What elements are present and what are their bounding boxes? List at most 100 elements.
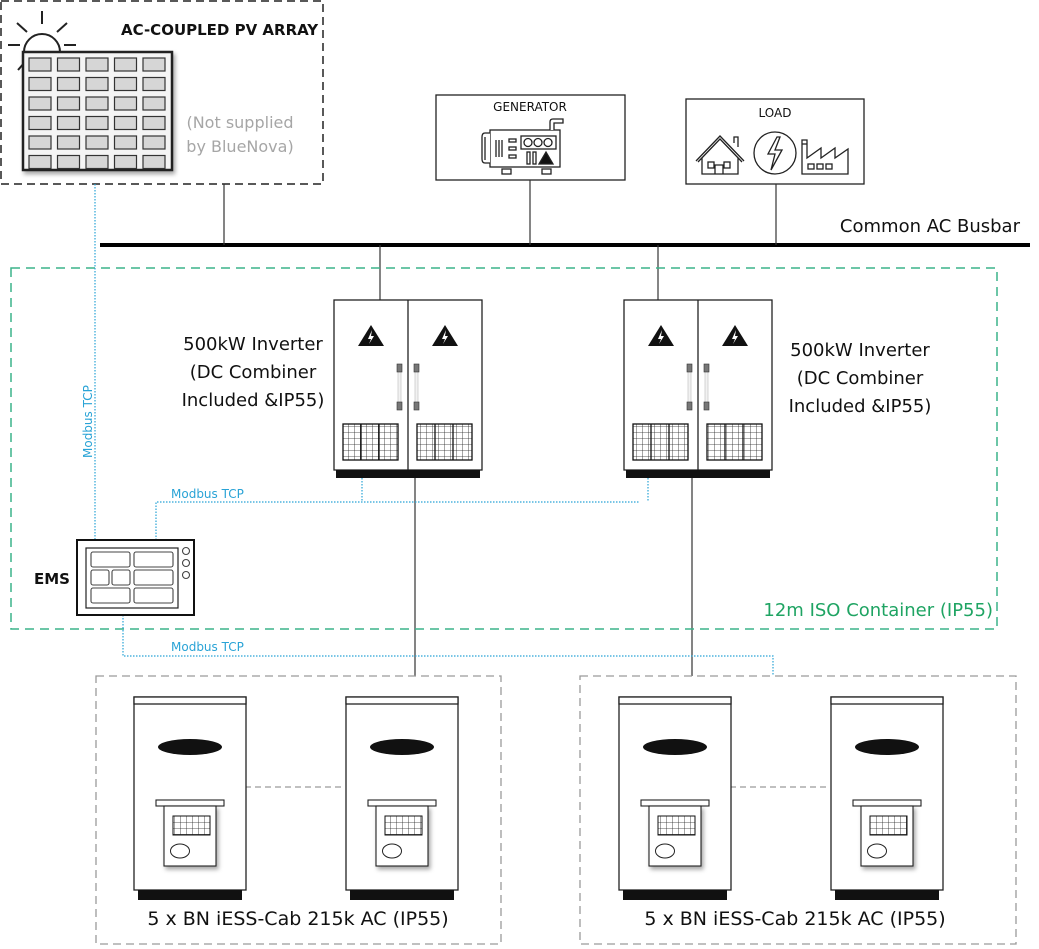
panel-vent <box>172 815 211 836</box>
ems-label: EMS <box>34 570 70 588</box>
battery-group-1-label: 5 x BN iESS-Cab 215k AC (IP55) <box>147 908 448 930</box>
ems-unit[interactable]: EMS <box>34 539 195 616</box>
pv-cell <box>142 115 166 131</box>
pv-array-box[interactable]: AC-COUPLED PV ARRAY (Not supplied by Blu… <box>0 0 324 185</box>
busbar-label: Common AC Busbar <box>840 216 1021 237</box>
generator-title: GENERATOR <box>493 100 567 114</box>
battery-cabinets <box>133 696 944 900</box>
pv-cell <box>142 154 166 170</box>
pv-cell <box>142 135 166 150</box>
pv-cell <box>85 96 109 111</box>
handle-cap <box>686 363 693 373</box>
inverter-1-label-line1: 500kW Inverter <box>183 334 323 355</box>
container-label: 12m ISO Container (IP55) <box>763 600 993 621</box>
inverter-1-label: 500kW Inverter (DC Combiner Included &IP… <box>182 334 325 411</box>
factory-icon <box>801 139 849 175</box>
inverter-1-label-line2: (DC Combiner <box>190 362 317 383</box>
pv-cell <box>142 76 166 92</box>
pv-cell <box>28 76 52 92</box>
control-panel <box>163 805 217 867</box>
battery-cabinet-top <box>830 696 944 705</box>
cabinet-base <box>626 470 770 478</box>
handle-cap <box>703 363 710 373</box>
pv-cell <box>28 57 52 72</box>
handle-cap <box>686 401 693 411</box>
battery-cabinet-top <box>618 696 732 705</box>
battery-cabinet-base <box>623 890 727 900</box>
modbus-lines <box>94 184 774 676</box>
pv-cell <box>28 135 52 150</box>
door-handle <box>687 367 692 407</box>
panel-vent <box>869 815 908 836</box>
modbus-label-inverters: Modbus TCP <box>171 487 244 501</box>
cabinet-base <box>336 470 480 478</box>
modbus-label-vertical: Modbus TCP <box>81 385 95 458</box>
handle-cap <box>396 363 403 373</box>
battery-cabinet-base <box>350 890 454 900</box>
panel-hood <box>155 799 225 807</box>
generator-box[interactable]: GENERATOR <box>435 94 626 181</box>
pv-cell <box>56 76 81 92</box>
load-title: LOAD <box>759 106 792 120</box>
battery-cabinet-top <box>133 696 247 705</box>
battery-cabinet <box>830 696 944 900</box>
pv-cell <box>85 135 109 150</box>
panel-vent <box>657 815 696 836</box>
inverter-2-label: 500kW Inverter (DC Combiner Included &IP… <box>789 340 932 417</box>
vent-grille <box>632 423 689 461</box>
inverter-2-label-line2: (DC Combiner <box>797 368 924 389</box>
panel-hood <box>852 799 922 807</box>
control-panel <box>375 805 429 867</box>
common-ac-busbar: Common AC Busbar <box>100 216 1030 247</box>
battery-cabinet-base <box>138 890 242 900</box>
generator-icon <box>481 118 564 175</box>
battery-cabinet-top <box>345 696 459 705</box>
feeder-lines <box>223 180 777 676</box>
inverter-cabinet-1[interactable] <box>333 299 483 478</box>
door-handle <box>704 367 709 407</box>
panel-vent <box>384 815 423 836</box>
handle-cap <box>413 401 420 411</box>
lightning-glyph <box>442 330 448 344</box>
battery-group-1[interactable]: 5 x BN iESS-Cab 215k AC (IP55) <box>95 675 502 945</box>
control-panel <box>648 805 702 867</box>
pv-cell <box>56 154 81 170</box>
inverter-2-label-line1: 500kW Inverter <box>790 340 930 361</box>
pv-cell <box>113 57 138 72</box>
battery-logo <box>643 739 707 755</box>
vent-grille <box>342 423 399 461</box>
pv-cell <box>85 57 109 72</box>
door-handle <box>397 367 402 407</box>
battery-group-2[interactable]: 5 x BN iESS-Cab 215k AC (IP55) <box>579 675 1017 945</box>
pv-cell <box>56 96 81 111</box>
house-icon <box>695 135 745 175</box>
battery-logo <box>158 739 222 755</box>
pv-cell <box>113 115 138 131</box>
pv-cell <box>85 154 109 170</box>
pv-cell <box>56 135 81 150</box>
pv-cell <box>113 154 138 170</box>
handle-cap <box>413 363 420 373</box>
panel-button <box>170 843 190 859</box>
inverter-1-label-line3: Included &IP55) <box>182 390 325 411</box>
lightning-glyph <box>658 330 664 344</box>
inverter-cabinet-2[interactable] <box>623 299 773 478</box>
pv-cell <box>28 154 52 170</box>
pv-array-title: AC-COUPLED PV ARRAY <box>121 21 319 39</box>
pv-cell <box>113 76 138 92</box>
iso-container: 12m ISO Container (IP55) <box>10 267 998 630</box>
handle-cap <box>396 401 403 411</box>
handle-cap <box>703 401 710 411</box>
pv-cell <box>113 96 138 111</box>
pv-cell <box>85 76 109 92</box>
panel-button <box>867 843 887 859</box>
battery-cabinet-base <box>835 890 939 900</box>
pv-cell <box>28 96 52 111</box>
load-box[interactable]: LOAD <box>685 98 865 185</box>
lightning-glyph <box>732 330 738 344</box>
pv-cell <box>142 96 166 111</box>
pv-cell <box>113 135 138 150</box>
pv-cell <box>56 115 81 131</box>
pv-cell <box>28 115 52 131</box>
